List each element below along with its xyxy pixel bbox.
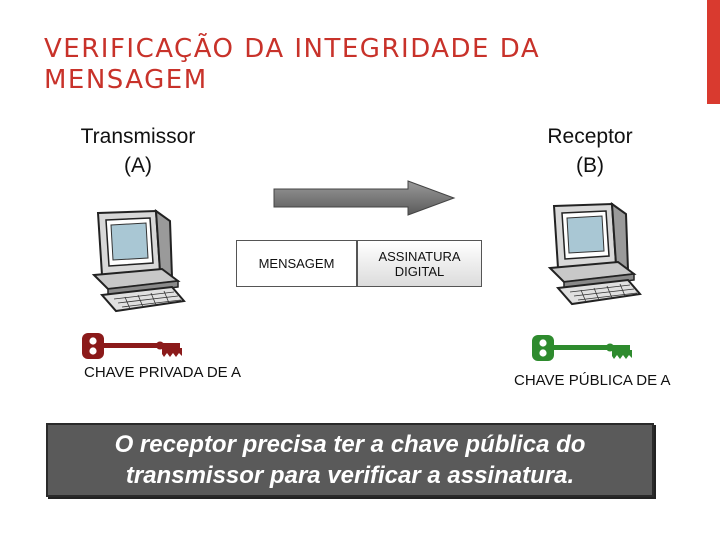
sender-label: Transmissor (A) xyxy=(58,122,218,180)
note-line1: O receptor precisa ter a chave pública d… xyxy=(114,431,586,458)
sender-name: Transmissor xyxy=(80,125,196,148)
private-key-icon xyxy=(82,333,182,359)
note-box: O receptor precisa ter a chave pública d… xyxy=(46,423,654,497)
receiver-name: Receptor xyxy=(547,125,633,148)
signature-box: ASSINATURA DIGITAL xyxy=(357,240,482,287)
message-box: MENSAGEM xyxy=(236,240,357,287)
note-line2: transmissor para verificar a assinatura. xyxy=(125,462,575,489)
receiver-label: Receptor (B) xyxy=(510,122,670,180)
receiver-code: (B) xyxy=(576,154,604,177)
slide-title: VERIFICAÇÃO DA INTEGRIDADE DA MENSAGEM xyxy=(44,34,541,95)
sender-code: (A) xyxy=(124,154,152,177)
public-key-icon xyxy=(532,335,632,361)
signature-label-line2: DIGITAL xyxy=(394,263,445,279)
private-key-label: CHAVE PRIVADA DE A xyxy=(84,364,241,381)
computer-icon xyxy=(547,201,642,306)
public-key-label: CHAVE PÚBLICA DE A xyxy=(514,372,671,389)
arrow-right-icon xyxy=(273,180,456,216)
computer-icon xyxy=(91,208,186,313)
accent-bar xyxy=(707,0,720,104)
message-label: MENSAGEM xyxy=(258,256,335,271)
signature-label-line1: ASSINATURA xyxy=(378,248,461,264)
